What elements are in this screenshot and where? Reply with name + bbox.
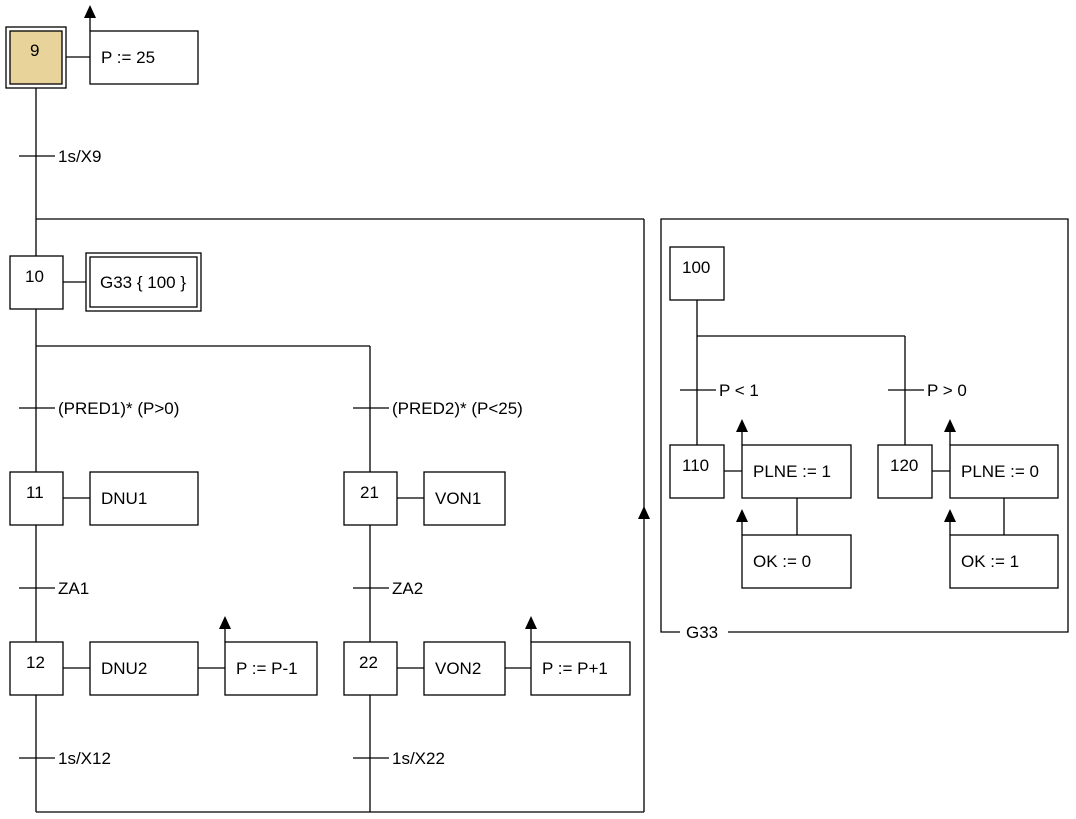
action-label: PLNE := 0 <box>961 462 1039 481</box>
action-p-increment[interactable]: P := P+1 <box>530 641 631 696</box>
partial-grafcet-g33-frame: G33 <box>660 218 1069 642</box>
transition-label-12-end[interactable]: 1s/X12 <box>58 749 111 768</box>
action-label: OK := 1 <box>961 552 1019 571</box>
action-label: P := P-1 <box>236 659 298 678</box>
step-number: 10 <box>25 267 44 286</box>
action-g33-forcing[interactable]: G33 { 100 } <box>85 252 202 312</box>
step-100[interactable]: 100 <box>669 246 725 301</box>
stored-action-arrow-icon <box>736 419 748 432</box>
step-22[interactable]: 22 <box>343 641 398 696</box>
initial-step-9[interactable]: 9 <box>5 26 67 89</box>
action-label: DNU2 <box>101 659 147 678</box>
transition-label-9-10[interactable]: 1s/X9 <box>58 147 101 166</box>
action-label: P := 25 <box>101 48 155 67</box>
transition-bars <box>19 155 924 759</box>
stored-action-arrow-icon <box>736 509 748 522</box>
stored-action-arrow-icon <box>525 616 537 629</box>
action-label: VON1 <box>435 489 481 508</box>
step-number: 22 <box>359 653 378 672</box>
action-label: VON2 <box>435 659 481 678</box>
action-p-decrement[interactable]: P := P-1 <box>224 641 318 696</box>
transition-label-11-12[interactable]: ZA1 <box>58 579 89 598</box>
transition-labels: 1s/X9 (PRED1)* (P>0) (PRED2)* (P<25) ZA1… <box>58 147 967 768</box>
loop-back-arrow-icon <box>638 506 650 519</box>
step-number: 120 <box>890 456 918 475</box>
action-label: OK := 0 <box>753 552 811 571</box>
action-ok-1[interactable]: OK := 1 <box>949 534 1059 589</box>
action-von1[interactable]: VON1 <box>423 471 506 526</box>
action-dnu2[interactable]: DNU2 <box>89 641 199 696</box>
transition-label-100-120[interactable]: P > 0 <box>927 381 967 400</box>
step-12[interactable]: 12 <box>9 641 64 696</box>
action-von2[interactable]: VON2 <box>423 641 506 696</box>
stored-action-arrow-icon <box>219 616 231 629</box>
action-dnu1[interactable]: DNU1 <box>89 471 199 526</box>
transition-label-22-end[interactable]: 1s/X22 <box>392 749 445 768</box>
connection-lines <box>35 14 1005 813</box>
step-number: 110 <box>682 456 709 475</box>
action-ok-0[interactable]: OK := 0 <box>741 534 852 589</box>
step-10[interactable]: 10 <box>9 255 64 310</box>
transition-label-10-11[interactable]: (PRED1)* (P>0) <box>58 399 179 418</box>
step-120[interactable]: 120 <box>877 444 933 499</box>
stored-action-arrow-icon <box>944 509 956 522</box>
action-plne-0[interactable]: PLNE := 0 <box>949 444 1059 499</box>
action-plne-1[interactable]: PLNE := 1 <box>741 444 852 499</box>
partial-grafcet-label: G33 <box>686 623 718 642</box>
arrowheads <box>84 5 956 629</box>
step-number: 21 <box>360 483 379 502</box>
action-label: PLNE := 1 <box>753 462 831 481</box>
stored-action-arrow-icon <box>944 419 956 432</box>
stored-action-arrow-icon <box>84 5 96 18</box>
step-number: 12 <box>26 653 45 672</box>
transition-label-100-110[interactable]: P < 1 <box>719 381 759 400</box>
action-label: DNU1 <box>101 489 147 508</box>
step-number: 11 <box>26 483 44 502</box>
step-110[interactable]: 110 <box>669 444 725 499</box>
action-p-init[interactable]: P := 25 <box>89 30 199 85</box>
transition-label-21-22[interactable]: ZA2 <box>392 579 423 598</box>
action-label: P := P+1 <box>542 659 608 678</box>
action-label: G33 { 100 } <box>100 273 186 292</box>
step-21[interactable]: 21 <box>343 471 398 526</box>
step-number: 9 <box>30 41 39 60</box>
transition-label-10-21[interactable]: (PRED2)* (P<25) <box>392 399 523 418</box>
step-number: 100 <box>682 258 710 277</box>
step-11[interactable]: 11 <box>9 471 64 526</box>
